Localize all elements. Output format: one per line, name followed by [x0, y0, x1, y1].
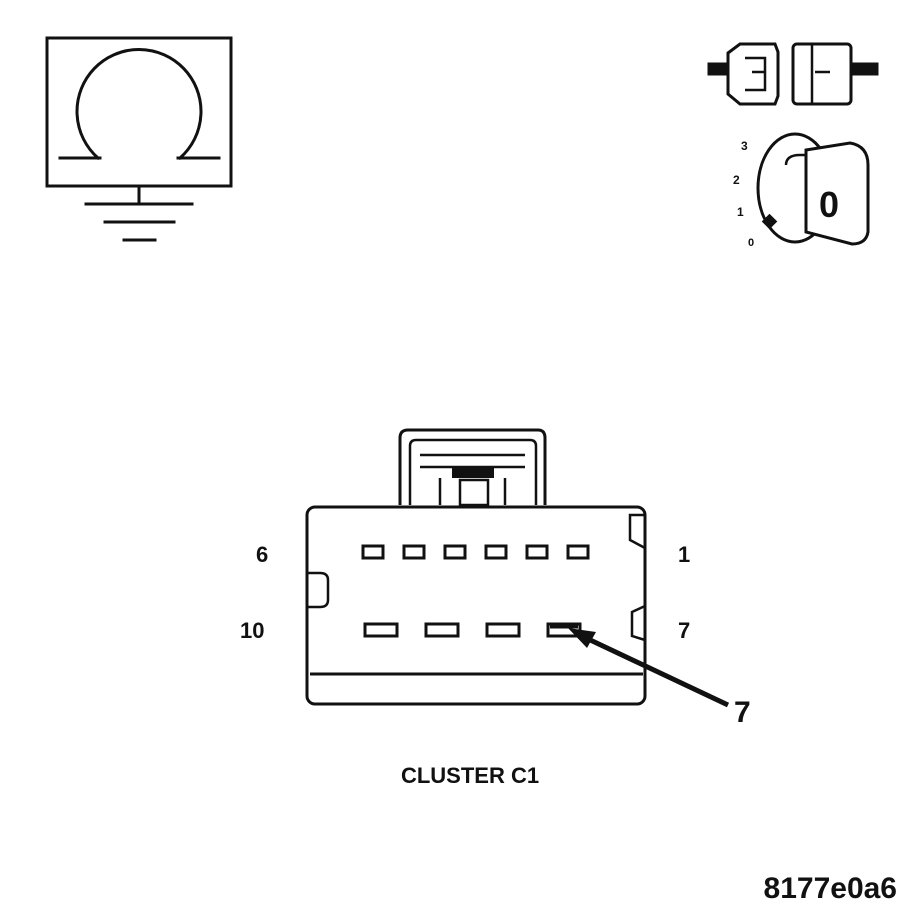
pin-cavity — [443, 544, 467, 560]
callout-label: 7 — [734, 696, 751, 729]
ignition-key-label: 0 — [819, 184, 839, 225]
ohmmeter-ground-icon — [45, 36, 233, 242]
pin-label-10: 10 — [240, 618, 264, 643]
pin-cavity — [485, 622, 521, 638]
pin-cavity — [566, 544, 590, 560]
pin-label-7: 7 — [678, 618, 690, 643]
pin-label-6: 6 — [256, 542, 268, 567]
ignition-switch-icon: 3 2 1 0 0 — [733, 132, 870, 249]
pin-cavity — [424, 622, 460, 638]
callout-arrow — [568, 628, 730, 708]
bottom-row-pins — [363, 622, 582, 638]
pin-cavity — [402, 544, 426, 560]
disconnected-connector-icon — [707, 42, 879, 106]
ignition-position-3: 3 — [741, 139, 748, 153]
pin-label-1: 1 — [678, 542, 690, 567]
top-row-pins — [361, 544, 590, 560]
pin-cavity — [363, 622, 399, 638]
figure-id: 8177e0a6 — [764, 872, 897, 905]
ignition-position-1: 1 — [737, 205, 744, 219]
ignition-position-0: 0 — [748, 237, 754, 249]
pin-cavity — [484, 544, 508, 560]
ignition-position-2: 2 — [733, 173, 740, 187]
connector-body — [305, 428, 647, 706]
pin-cavity — [525, 544, 549, 560]
connector-name: CLUSTER C1 — [401, 763, 539, 788]
pin-cavity — [361, 544, 385, 560]
